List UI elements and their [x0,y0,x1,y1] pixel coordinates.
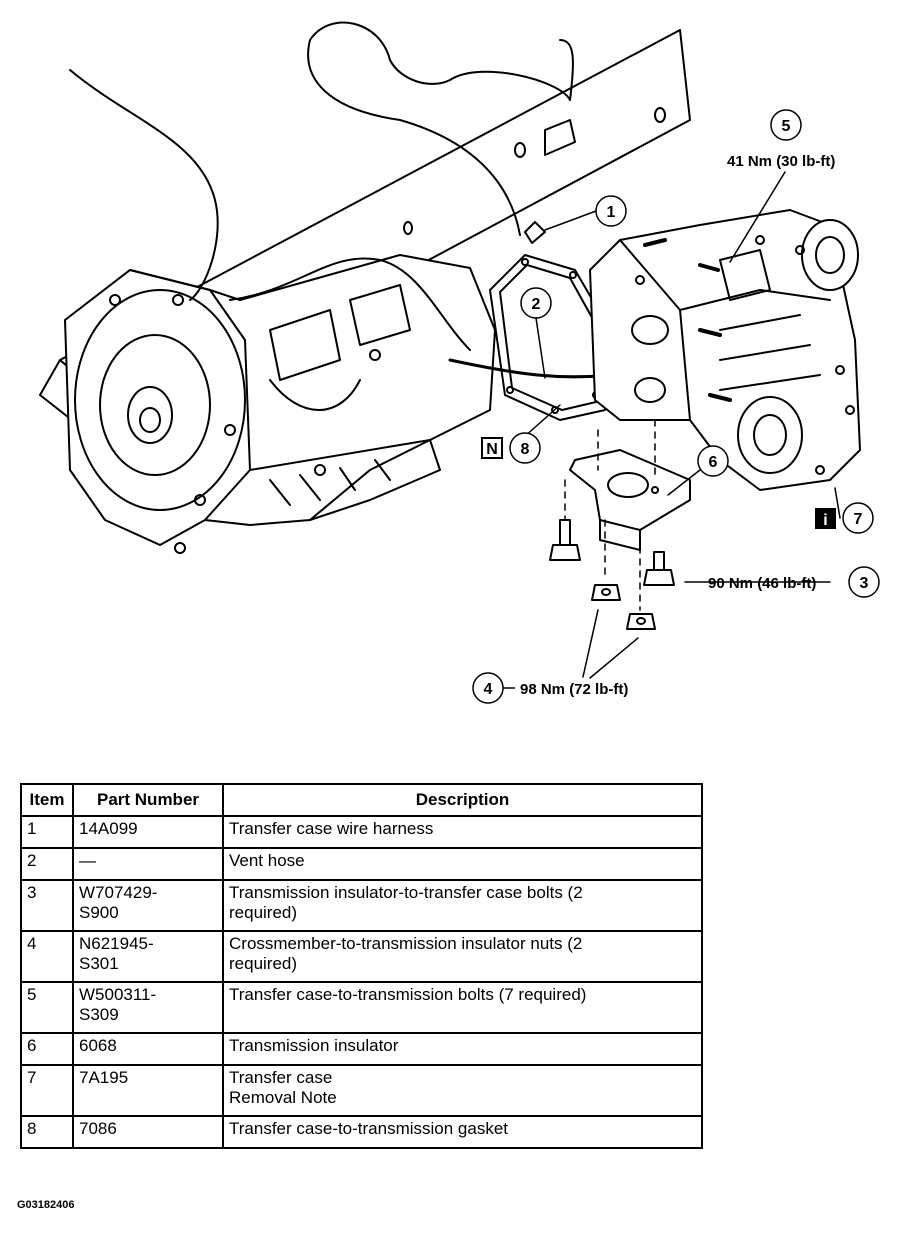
nut-right [626,613,656,630]
cell-desc: Vent hose [222,847,703,881]
cell-item: 1 [20,815,74,849]
svg-text:6: 6 [709,454,718,471]
table-header-row: Item Part Number Description [20,783,703,817]
header-part-number: Part Number [72,783,224,817]
table-row: 2 — Vent hose [20,847,703,881]
callout-1: 1 [595,195,627,227]
bolt-right [643,551,675,586]
torque-label-5: 41 Nm (30 lb-ft) [727,153,835,170]
svg-text:2: 2 [532,296,541,313]
header-description: Description [222,783,703,817]
cell-part: 14A099 [72,815,224,849]
leader-lines [513,171,841,679]
figure-id: G03182406 [17,1199,75,1211]
table-row: 8 7086 Transfer case-to-transmission gas… [20,1115,703,1149]
note-badge: N [486,441,498,458]
svg-text:7: 7 [854,511,863,528]
cell-part: W500311-S309 [72,981,224,1034]
wire-harness [69,21,574,351]
table-row: 6 6068 Transmission insulator [20,1032,703,1066]
cell-item: 3 [20,879,74,932]
table-row: 4 N621945-S301 Crossmember-to-transmissi… [20,930,703,983]
cell-desc: Transmission insulator [222,1032,703,1066]
callout-5: 5 41 Nm (30 lb-ft) [727,109,835,170]
cell-part: N621945-S301 [72,930,224,983]
cell-part: — [72,847,224,881]
callout-3: 90 Nm (46 lb-ft) 3 [708,566,880,598]
callout-6: 6 [697,445,729,477]
cell-item: 7 [20,1064,74,1117]
transfer-case [589,209,861,491]
cell-item: 6 [20,1032,74,1066]
table-row: 3 W707429-S900 Transmission insulator-to… [20,879,703,932]
callout-2: 2 [520,287,552,319]
callout-4: 4 98 Nm (72 lb-ft) [472,672,628,704]
svg-text:4: 4 [484,681,493,698]
callout-7: i 7 [815,502,874,534]
svg-text:1: 1 [607,204,616,221]
cell-item: 2 [20,847,74,881]
cell-part: 6068 [72,1032,224,1066]
cell-desc: Transfer case wire harness [222,815,703,849]
torque-label-4: 98 Nm (72 lb-ft) [520,681,628,698]
nut-left [591,584,621,601]
cell-part: W707429-S900 [72,879,224,932]
bolt-left [549,519,581,561]
transmission [64,254,496,554]
table-row: 1 14A099 Transfer case wire harness [20,815,703,849]
cell-desc: Transfer case-to-transmission gasket [222,1115,703,1149]
parts-table: Item Part Number Description 1 14A099 Tr… [20,783,703,1149]
cell-desc: Transmission insulator-to-transfer case … [222,879,703,932]
svg-text:5: 5 [782,118,791,135]
transmission-insulator [569,449,691,551]
cell-desc: Transfer case-to-transmission bolts (7 r… [222,981,703,1034]
svg-text:8: 8 [521,441,530,458]
cell-item: 5 [20,981,74,1034]
header-item: Item [20,783,74,817]
alignment-lines [564,419,656,611]
cell-item: 8 [20,1115,74,1149]
callout-8: N 8 [481,432,541,464]
info-badge: i [823,512,827,529]
fasteners [549,519,675,630]
table-row: 5 W500311-S309 Transfer case-to-transmis… [20,981,703,1034]
torque-label-3: 90 Nm (46 lb-ft) [708,575,816,592]
exploded-view-diagram: 1 2 90 Nm (46 lb-ft) 3 4 98 Nm (72 lb-ft… [39,21,880,704]
cell-part: 7086 [72,1115,224,1149]
cell-item: 4 [20,930,74,983]
svg-text:3: 3 [860,575,869,592]
cell-desc: Crossmember-to-transmission insulator nu… [222,930,703,983]
cell-part: 7A195 [72,1064,224,1117]
vent-hose [269,358,612,411]
